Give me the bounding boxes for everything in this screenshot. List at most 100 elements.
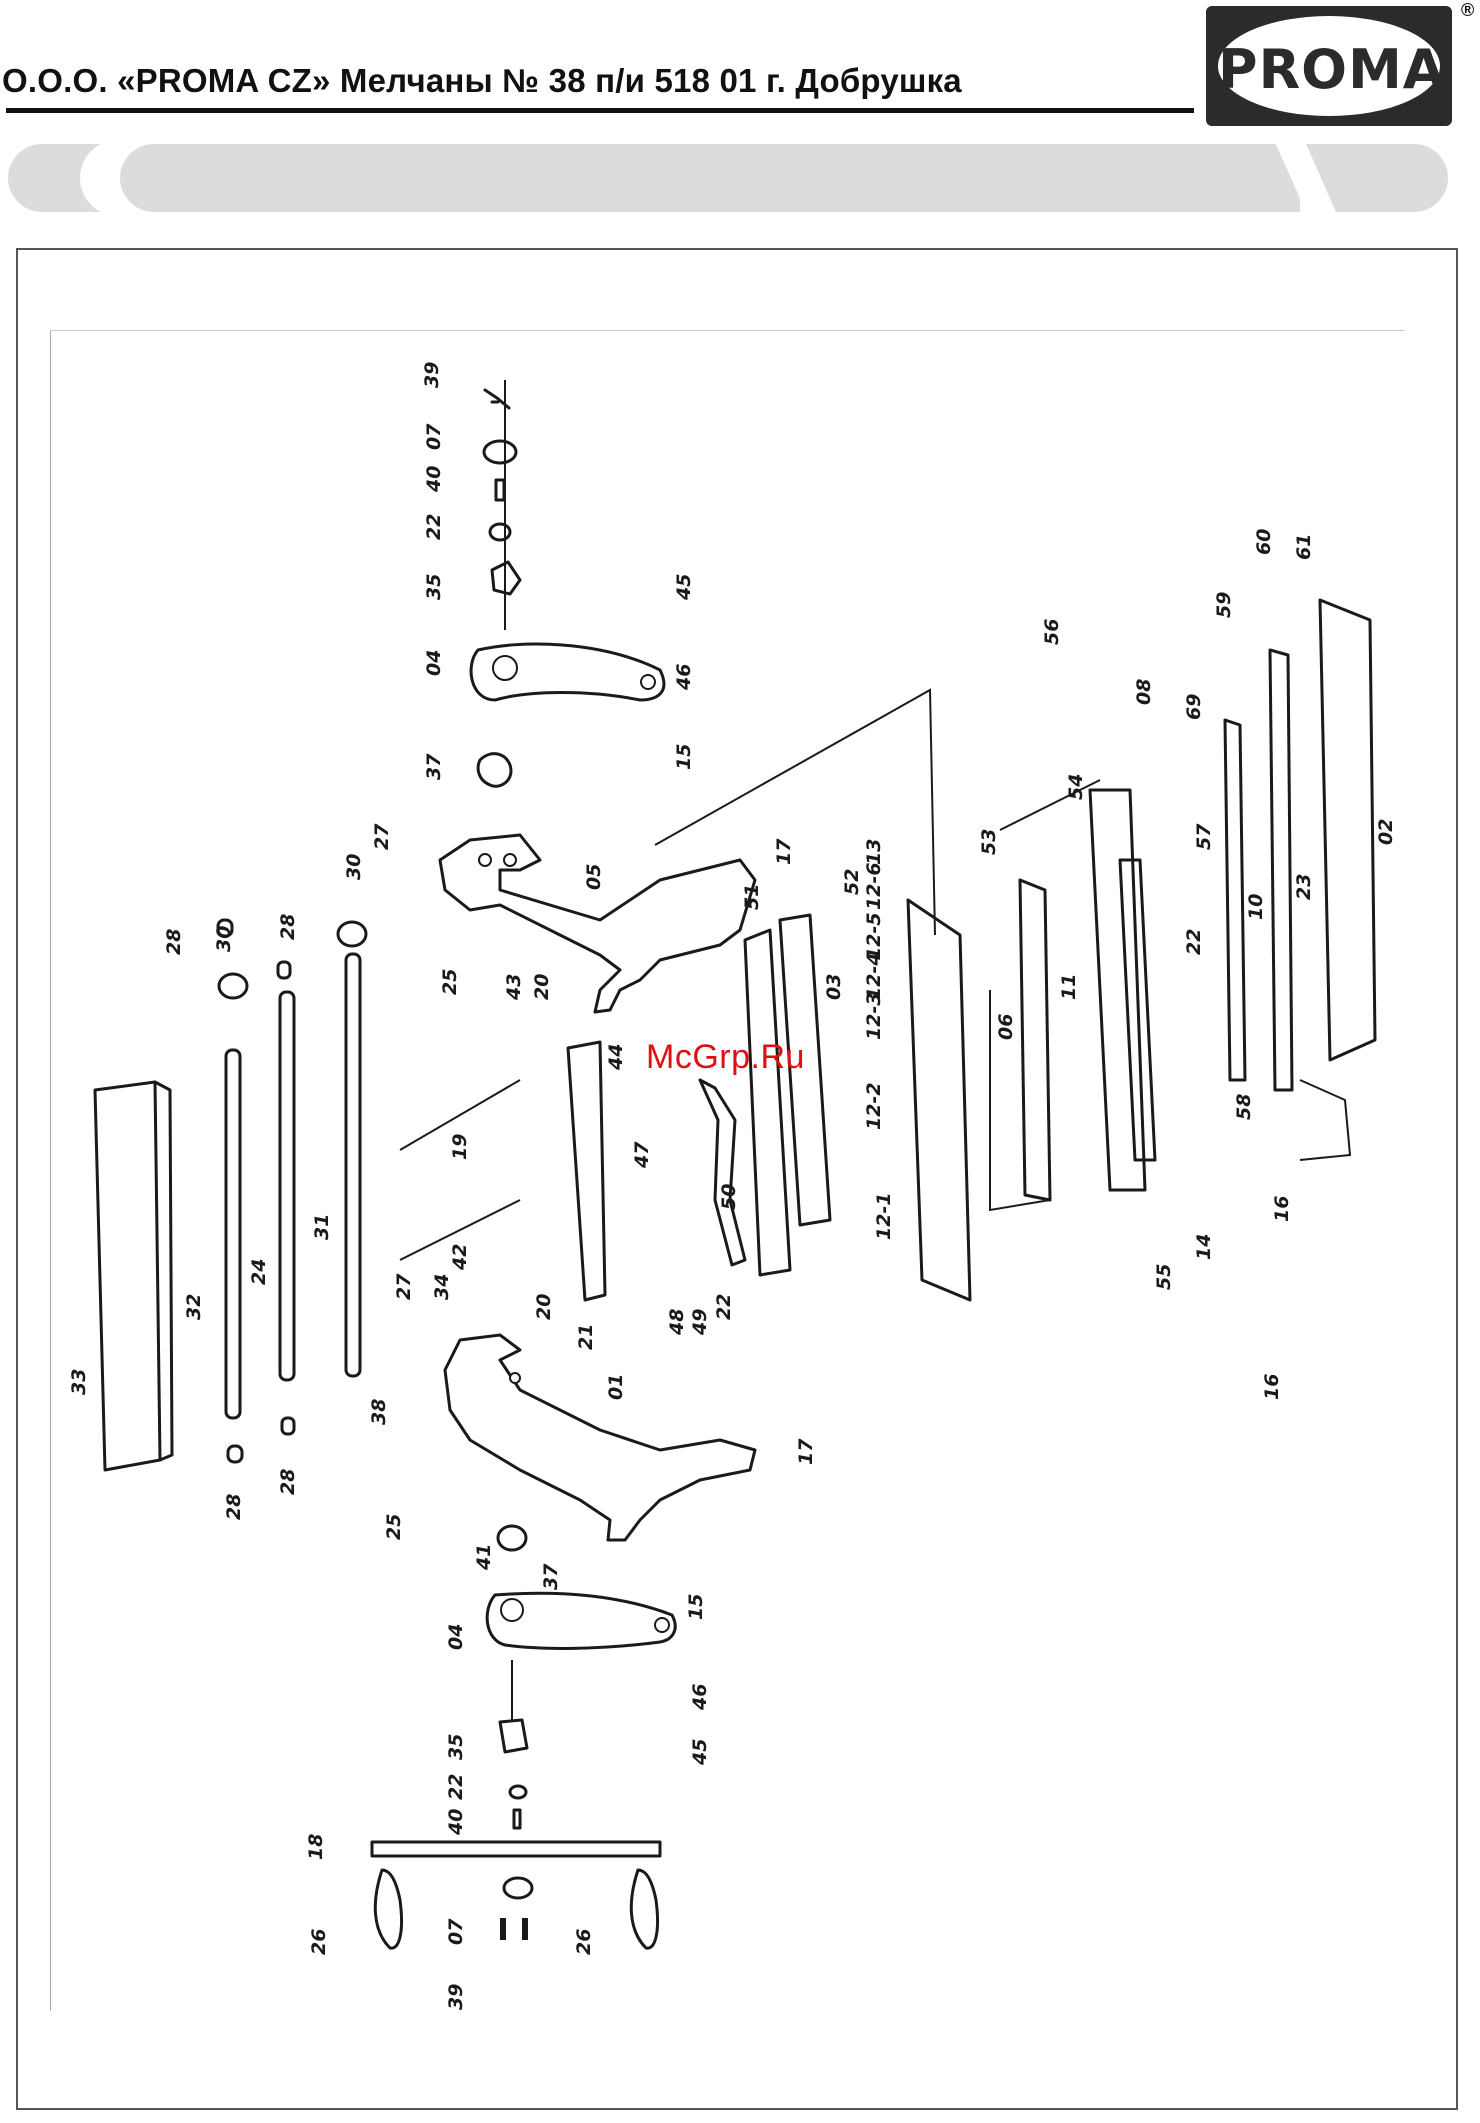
label-04-top: 04: [423, 650, 445, 676]
proma-logo: PROMA: [1206, 6, 1452, 126]
label-23: 23: [1293, 874, 1315, 900]
label-30-left: 30: [213, 926, 235, 952]
upper-arm-assembly: [469, 380, 666, 788]
label-28-lower-b: 28: [277, 1469, 299, 1495]
label-15-lower: 15: [685, 1594, 707, 1620]
label-07-bottom: 07: [445, 1918, 467, 1945]
label-21: 21: [575, 1324, 597, 1350]
label-57: 57: [1193, 823, 1215, 850]
label-49: 49: [689, 1309, 711, 1336]
label-38: 38: [368, 1399, 390, 1425]
label-16-right: 16: [1271, 1196, 1293, 1222]
label-27-lower: 27: [393, 1273, 415, 1300]
label-02: 02: [1375, 819, 1397, 845]
label-69: 69: [1183, 694, 1205, 720]
label-40-top: 40: [423, 466, 445, 493]
label-07-top: 07: [423, 423, 445, 450]
assembly-leader-lines: [654, 688, 1352, 1212]
rods-and-cover: [93, 918, 368, 1472]
label-41: 41: [473, 1544, 495, 1571]
label-45-lower: 45: [689, 1739, 711, 1766]
label-17-top: 17: [773, 838, 795, 865]
label-56-top: 56: [1041, 619, 1063, 645]
label-40-bottom: 40: [445, 1809, 467, 1836]
label-12-3: 12-3: [863, 992, 885, 1040]
label-61: 61: [1293, 534, 1315, 560]
logo-text: PROMA: [1218, 38, 1446, 101]
label-06: 06: [995, 1014, 1017, 1040]
lower-arm-assembly: [370, 1524, 677, 1950]
label-28-top-b: 28: [277, 914, 299, 940]
label-28-lower-a: 28: [223, 1494, 245, 1520]
label-20-top: 20: [531, 974, 553, 1000]
label-24: 24: [248, 1259, 270, 1285]
part-number-labels: 39 07 40 22 35 04 37 45 46 15 27 05 17 5…: [68, 362, 1397, 2010]
label-59: 59: [1213, 592, 1235, 618]
label-32: 32: [183, 1294, 205, 1320]
label-12-2: 12-2: [863, 1082, 885, 1130]
label-12-5: 12-5: [863, 912, 885, 960]
label-30-top: 30: [343, 854, 365, 880]
label-52-top: 52: [841, 869, 863, 895]
drawing-inner-border: [50, 330, 1405, 2011]
label-04-lower: 04: [445, 1624, 467, 1650]
label-53: 53: [978, 829, 1000, 855]
label-17-lower: 17: [795, 1438, 817, 1465]
label-28-top-a: 28: [163, 929, 185, 955]
label-05: 05: [583, 864, 605, 890]
label-12-4: 12-4: [863, 952, 885, 1000]
label-15-top: 15: [673, 744, 695, 770]
company-header-title: О.О.О. «PROMA CZ» Мелчаны № 38 п/и 518 0…: [2, 62, 962, 99]
label-46-top: 46: [673, 664, 695, 691]
label-34: 34: [431, 1274, 453, 1300]
frame-05: [438, 833, 757, 1014]
label-39-bottom: 39: [445, 1984, 467, 2010]
label-01: 01: [605, 1374, 627, 1400]
label-54: 54: [1065, 774, 1087, 800]
label-37-lower: 37: [540, 1563, 562, 1590]
label-25-top: 25: [439, 969, 461, 995]
label-43-top: 43: [503, 974, 525, 1001]
label-48: 48: [666, 1309, 688, 1336]
label-26-right: 26: [573, 1929, 595, 1955]
label-12-1: 12-1: [873, 1192, 895, 1240]
label-25-lower: 25: [383, 1514, 405, 1540]
label-35-lower: 35: [445, 1734, 467, 1760]
label-12-6: 12-6: [863, 862, 885, 910]
label-37-top: 37: [423, 753, 445, 780]
label-45-top: 45: [673, 574, 695, 601]
label-58: 58: [1233, 1094, 1255, 1120]
label-35-top: 35: [423, 574, 445, 600]
label-22-mid: 22: [1183, 929, 1205, 955]
drawing-frame: [16, 248, 1458, 2110]
label-13: 13: [863, 839, 885, 865]
label-11: 11: [1058, 974, 1080, 1000]
label-16-lower: 16: [1261, 1374, 1283, 1400]
frame-01: [443, 1333, 757, 1542]
label-51-top: 51: [741, 884, 763, 910]
label-60: 60: [1253, 529, 1275, 555]
label-44-top: 44: [605, 1044, 627, 1071]
label-22-lower: 22: [713, 1294, 735, 1320]
label-03: 03: [823, 974, 845, 1000]
logo-oval: PROMA: [1218, 16, 1446, 116]
label-42: 42: [449, 1244, 471, 1271]
label-50: 50: [718, 1184, 740, 1210]
label-10: 10: [1245, 894, 1267, 920]
label-33: 33: [68, 1369, 90, 1395]
label-39-top: 39: [421, 362, 443, 388]
watermark-text: McGrp.Ru: [646, 1038, 805, 1076]
label-19-top: 19: [449, 1134, 471, 1160]
label-22-bottom: 22: [445, 1774, 467, 1800]
label-26-left: 26: [308, 1929, 330, 1955]
label-47: 47: [631, 1141, 653, 1169]
registered-mark: ®: [1461, 0, 1475, 20]
label-55: 55: [1153, 1264, 1175, 1290]
header-rule: [6, 108, 1194, 113]
label-14: 14: [1193, 1234, 1215, 1260]
label-08: 08: [1133, 679, 1155, 705]
label-20-lower: 20: [533, 1294, 555, 1320]
label-27-top: 27: [371, 823, 393, 850]
label-31: 31: [311, 1214, 333, 1240]
